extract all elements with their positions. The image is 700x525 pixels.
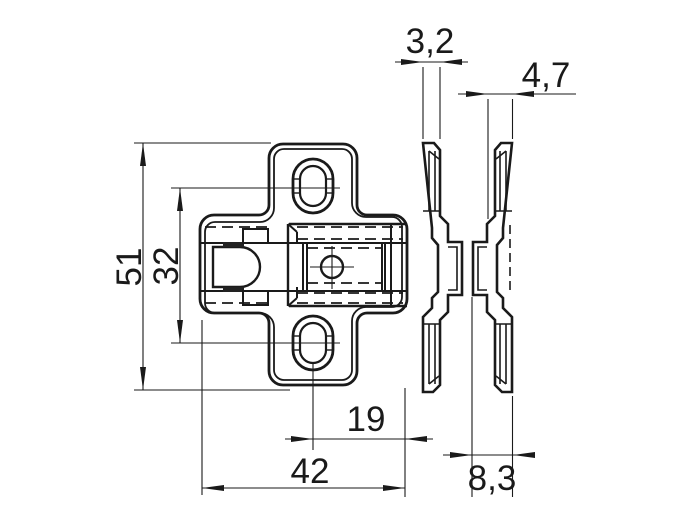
center-screw-hole [310,246,354,289]
locating-tab-top [223,242,244,247]
top-oblong-hole [291,157,335,215]
dim-label-32: 32 [147,247,186,286]
dimension-labels: 3,2 4,7 51 32 19 42 8,3 [110,22,570,498]
stamped-rect-bottom [242,290,269,306]
dim-label-8-3: 8,3 [468,459,517,498]
side-view [421,141,514,394]
bottom-oblong-hole [291,314,335,372]
dim-label-42: 42 [291,452,330,491]
front-view [198,142,409,387]
cam-slot [211,245,262,289]
hidden-lines [205,226,403,304]
dim-label-51: 51 [110,248,149,287]
side-profile-left [421,141,464,394]
dim-label-3-2: 3,2 [406,22,455,61]
dimension-arrows [140,59,535,491]
dim-label-19: 19 [347,400,386,439]
plate-inner-contour [204,148,403,381]
dim-label-4-7: 4,7 [522,56,571,95]
locating-tab-bottom [223,287,244,292]
stamped-rect-top [242,228,269,244]
side-profile-right [471,141,514,394]
plate-outer-contour [198,142,409,387]
